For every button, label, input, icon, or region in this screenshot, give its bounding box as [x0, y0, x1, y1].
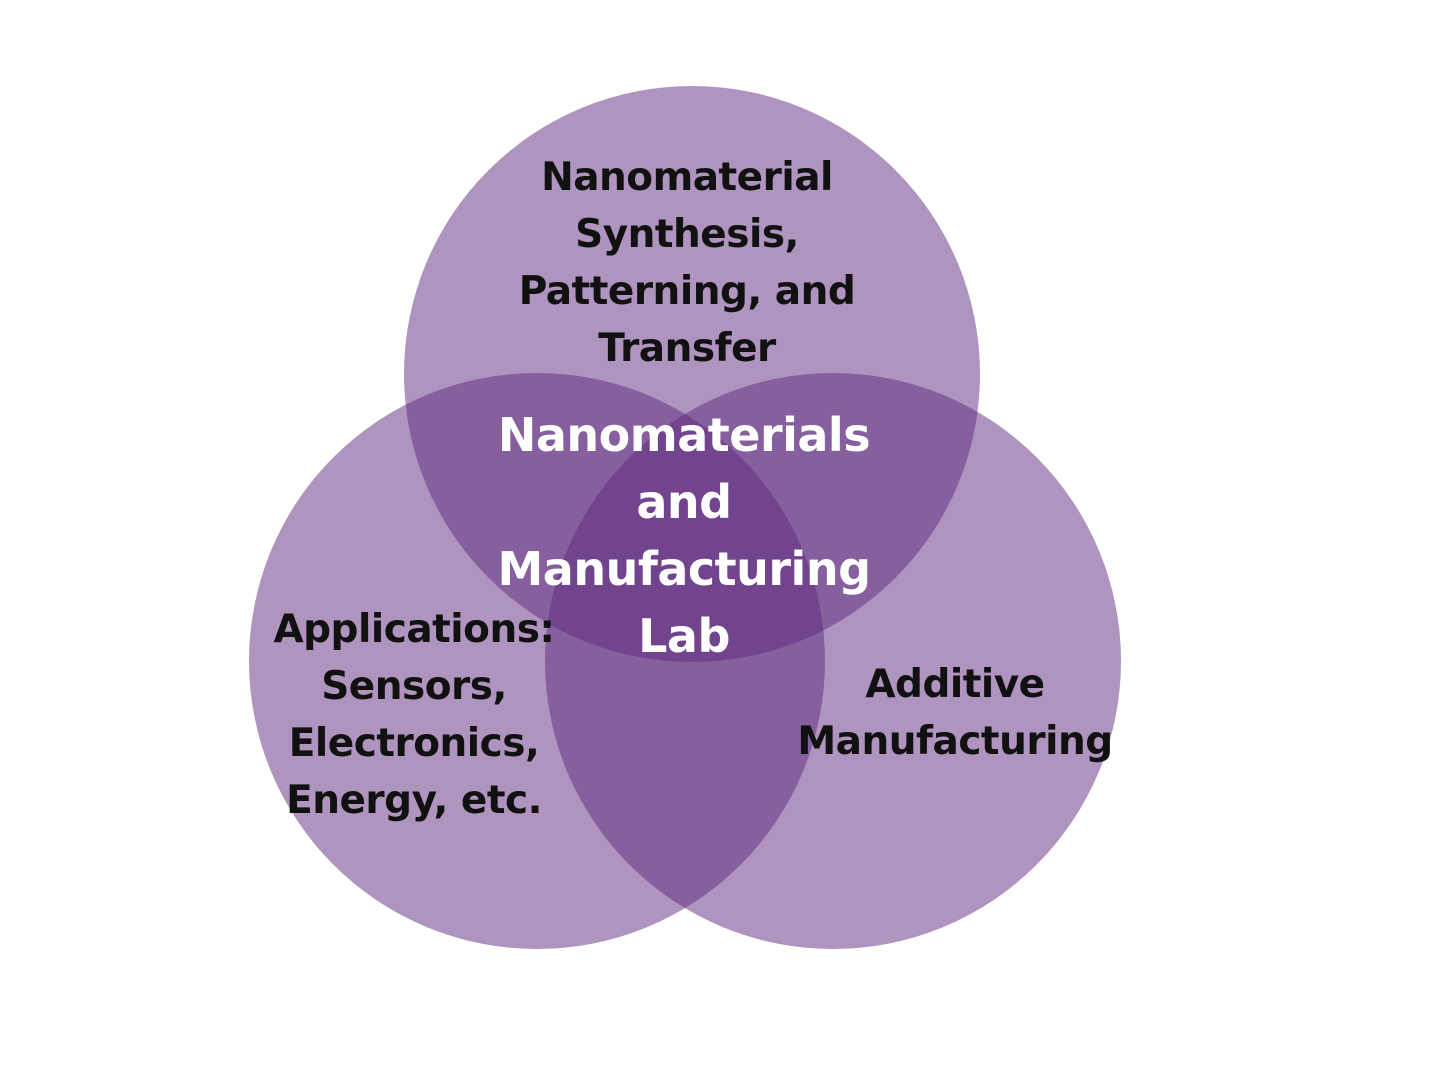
label-right-circle: Additive Manufacturing: [775, 656, 1135, 770]
label-left-line-1: Applications:: [273, 607, 555, 652]
label-top-line-2: Synthesis,: [575, 212, 799, 257]
circle-right: [545, 373, 1121, 949]
label-top-line-3: Patterning, and: [518, 269, 856, 314]
label-top-line-1: Nanomaterial: [541, 155, 833, 200]
label-right-line-1: Additive: [865, 662, 1045, 707]
label-center-line-2: and: [636, 475, 732, 529]
label-left-circle: Applications: Sensors, Electronics, Ener…: [234, 601, 594, 829]
label-center-line-1: Nanomaterials: [497, 408, 871, 462]
label-top-circle: Nanomaterial Synthesis, Patterning, and …: [487, 149, 887, 377]
label-top-line-4: Transfer: [598, 326, 776, 371]
label-center-line-3: Manufacturing: [497, 542, 872, 596]
label-left-line-4: Energy, etc.: [286, 778, 542, 823]
label-right-line-2: Manufacturing: [797, 719, 1113, 764]
label-center-intersection: Nanomaterials and Manufacturing Lab: [484, 402, 884, 670]
label-left-line-3: Electronics,: [288, 721, 540, 766]
label-center-line-4: Lab: [638, 609, 730, 663]
label-left-line-2: Sensors,: [321, 664, 507, 709]
